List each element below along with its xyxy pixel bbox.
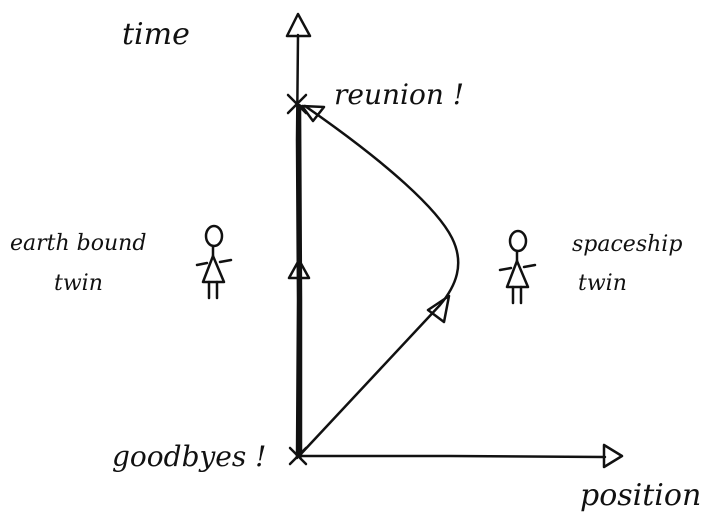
earth-twin-worldline-line [296,103,303,459]
reunion-label: reunion ! [334,78,464,111]
position-axis-arrowhead [602,443,624,469]
time-axis-arrowhead [285,12,312,38]
position-axis-label: position [580,478,701,513]
earth-twin-figure-icon [195,224,233,300]
position-axis-line [295,454,607,459]
goodbyes-label: goodbyes ! [112,440,266,473]
spaceship-twin-figure-icon [498,229,537,305]
spaceship-outbound-arrowhead [426,294,451,324]
earth-twin-direction-arrowhead [287,258,311,280]
spaceship-return-arrowhead [300,104,326,123]
spaceship-twin-worldline [297,104,460,458]
goodbyes-cross-icon [288,446,308,466]
spaceship-twin-worldline-line [297,104,460,458]
reunion-cross-icon [286,93,308,115]
goodbyes-marker [288,446,308,466]
spaceship-twin-label-line2: twin [578,271,627,296]
spaceship-twin-label-line1: spaceship [572,232,682,257]
position-axis [295,443,624,469]
time-axis-label: time [122,17,190,52]
earth-twin-label-line1: earth bound [10,231,146,256]
earth-twin-label-line2: twin [54,271,103,296]
reunion-marker [286,93,308,115]
earth-twin-worldline [287,103,311,459]
